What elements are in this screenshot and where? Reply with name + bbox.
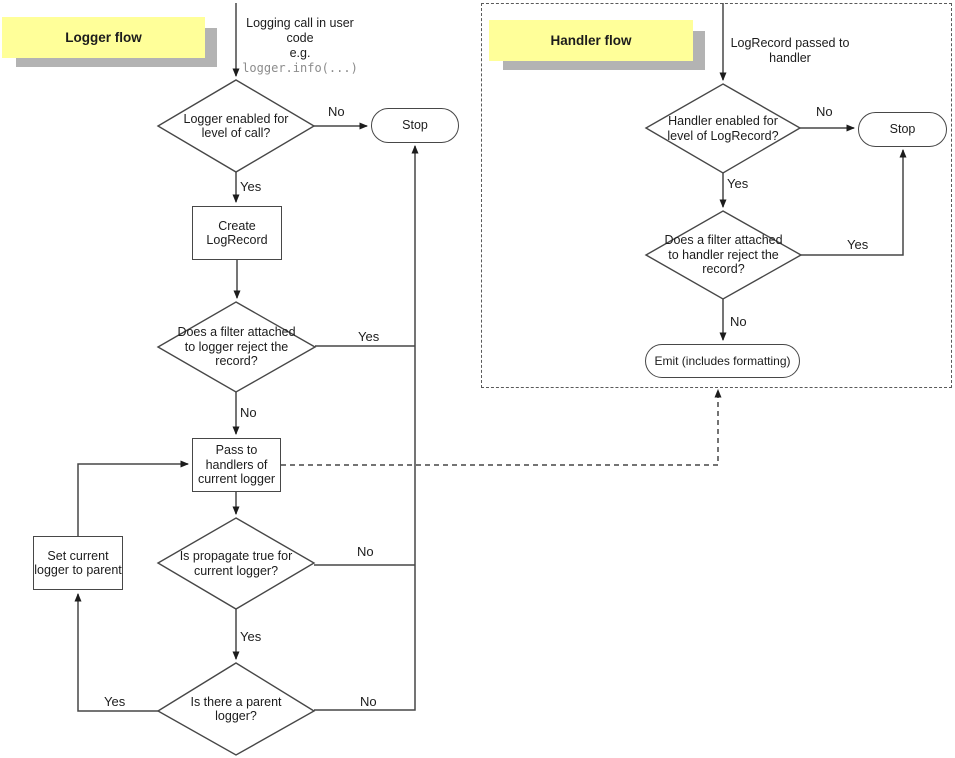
edge-hfilter-yes-to-stop [801, 149, 907, 256]
node-logger-stop: Stop [371, 108, 459, 143]
decision-propagate-shape [156, 517, 316, 610]
edge-label-filter-yes: Yes [358, 329, 380, 344]
logger-entry-code: logger.info(...) [242, 61, 358, 75]
node-logger-filter: Does a filter attached to logger reject … [177, 325, 296, 369]
edge-label-enabled-no: No [328, 104, 345, 119]
edge-label-handler-enabled-no: No [816, 104, 833, 119]
edge-parent-no-to-stop [314, 145, 419, 711]
node-parent-logger: Is there a parent logger? [190, 694, 282, 724]
handler-entry-annotation: LogRecord passed to handler [730, 36, 850, 65]
edge-label-propagate-yes: Yes [240, 629, 262, 644]
edge-setparent-to-pass [77, 460, 189, 536]
edge-label-enabled-yes: Yes [240, 179, 262, 194]
decision-handler-enabled-shape [644, 83, 802, 174]
edge-label-handler-enabled-yes: Yes [727, 176, 749, 191]
decision-parent-logger-shape [156, 662, 316, 756]
decision-logger-enabled-shape [156, 79, 316, 173]
logger-flow-title: Logger flow [65, 30, 142, 45]
edge-label-filter-no: No [240, 405, 257, 420]
decision-handler-filter-shape [644, 210, 803, 300]
node-handler-stop: Stop [858, 112, 947, 147]
edge-label-propagate-no: No [357, 544, 374, 559]
node-propagate: Is propagate true for current logger? [179, 549, 293, 578]
edge-label-handler-filter-no: No [730, 314, 747, 329]
handler-flow-title: Handler flow [550, 33, 632, 48]
decision-logger-filter-shape [156, 301, 317, 393]
node-pass-to-handlers: Pass to handlers of current logger [192, 438, 281, 492]
edge-parent-yes-to-setparent [74, 593, 158, 712]
logger-entry-annotation: Logging call in user code e.g. [246, 16, 354, 60]
node-handler-enabled: Handler enabled for level of LogRecord? [667, 114, 779, 143]
logger-flow-title-note: Logger flow [2, 17, 205, 58]
edge-label-parent-yes: Yes [104, 694, 126, 709]
handler-flow-title-note: Handler flow [489, 20, 693, 61]
node-set-current-logger: Set current logger to parent [33, 536, 123, 590]
edge-label-parent-no: No [360, 694, 377, 709]
node-handler-filter: Does a filter attached to handler reject… [664, 233, 783, 277]
node-emit: Emit (includes formatting) [645, 344, 800, 378]
edge-pass-to-handler-flow-dashed [281, 389, 722, 466]
edge-label-handler-filter-yes: Yes [847, 237, 869, 252]
node-create-logrecord: Create LogRecord [192, 206, 282, 260]
node-logger-enabled: Logger enabled for level of call? [183, 111, 289, 141]
handler-flow-container [481, 3, 952, 388]
